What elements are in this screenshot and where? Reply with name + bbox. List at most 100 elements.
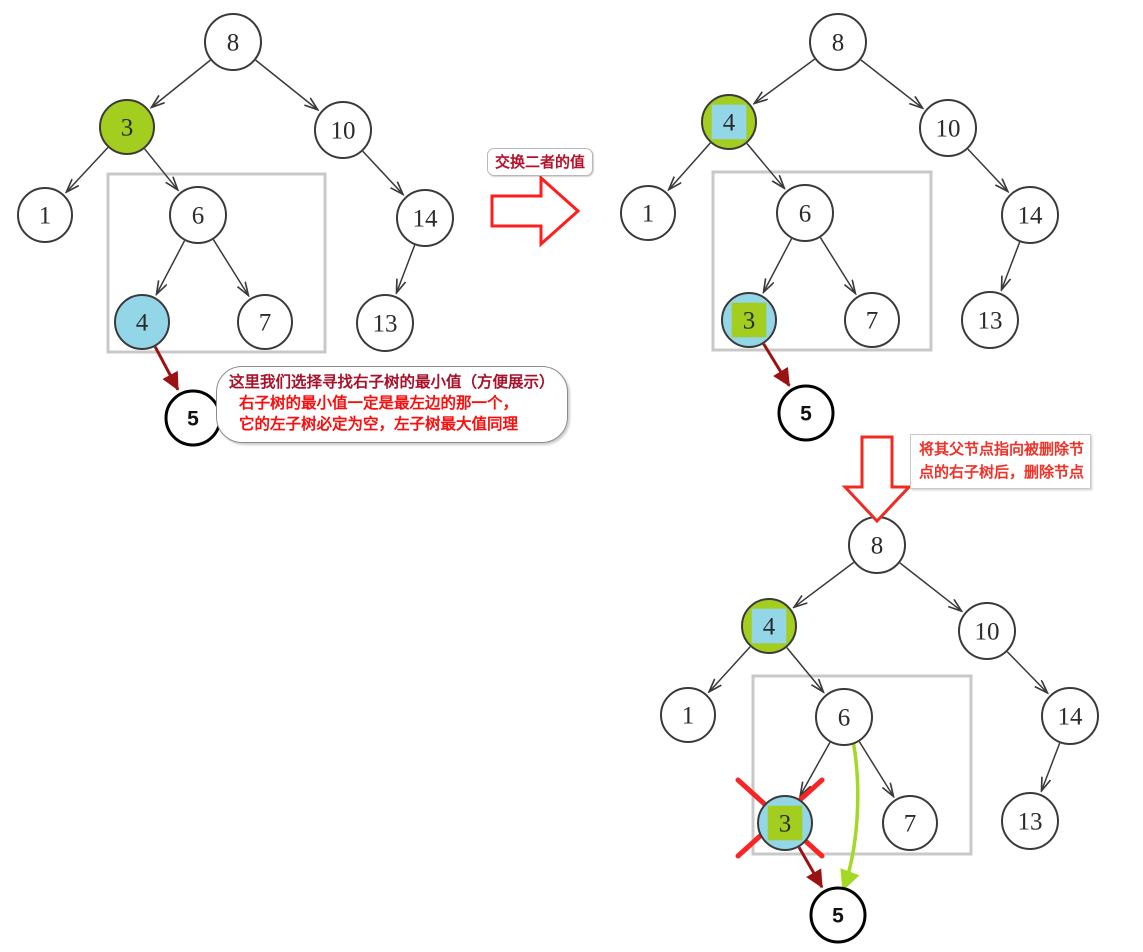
tree-edges	[67, 58, 1061, 889]
tree-edge	[797, 846, 824, 889]
tree-node-14[interactable]: 14	[1001, 186, 1059, 244]
node-circle	[169, 186, 227, 244]
node-label: 4	[763, 614, 776, 641]
node-inner-square	[711, 104, 747, 140]
tree-node-4[interactable]: 4	[701, 94, 757, 150]
tree-node-8[interactable]: 8	[809, 13, 867, 71]
node-circle	[844, 292, 900, 348]
node-label: 13	[1018, 809, 1043, 836]
node-circle	[237, 294, 293, 350]
tree-node-13[interactable]: 13	[1001, 792, 1059, 850]
reparent-green-arrow	[840, 739, 860, 892]
node-label: 1	[39, 203, 52, 230]
tree-node-4[interactable]: 4	[114, 294, 170, 350]
node-circle	[204, 13, 262, 71]
node-label: 5	[187, 408, 199, 431]
tree-edge	[143, 148, 178, 190]
delete-note: 将其父节点指向被删除节 点的右子树后，删除节点	[910, 434, 1092, 489]
tree-node-13[interactable]: 13	[961, 291, 1019, 349]
tree-edge	[746, 143, 784, 187]
tree-node-8[interactable]: 8	[204, 13, 262, 71]
tree-node-6[interactable]: 6	[815, 688, 873, 746]
tree-node-13[interactable]: 13	[356, 294, 414, 352]
tree-node-5[interactable]: 5	[164, 389, 222, 447]
tree-edge	[860, 59, 922, 108]
swap-values-label: 交换二者的值	[487, 148, 594, 176]
node-label: 10	[936, 116, 961, 143]
node-label: 14	[413, 206, 439, 233]
tree-node-10[interactable]: 10	[919, 99, 977, 157]
tree-node-3[interactable]: 3	[757, 795, 813, 851]
tree-node-7[interactable]: 7	[844, 292, 900, 348]
tree-node-1[interactable]: 1	[17, 187, 73, 243]
tree-edge	[762, 343, 791, 387]
tree-edge	[755, 58, 816, 103]
tree-node-14[interactable]: 14	[396, 189, 454, 247]
node-circle	[660, 687, 716, 743]
tree-node-8[interactable]: 8	[848, 516, 906, 574]
tree-edge	[362, 150, 403, 194]
bubble-line-3: 它的左子树必定为空，左子树最大值同理	[239, 416, 519, 433]
node-circle	[17, 187, 73, 243]
node-label: 3	[121, 115, 134, 142]
node-label: 13	[978, 308, 1003, 335]
node-inner-square	[751, 608, 787, 644]
node-label: 3	[743, 308, 756, 335]
node-label: 5	[800, 403, 812, 426]
highlight-boxes	[106, 170, 973, 856]
subtree-highlight-box	[751, 674, 973, 856]
node-inner-square	[731, 302, 767, 338]
tree-edge	[1002, 241, 1021, 289]
node-label: 10	[975, 619, 1000, 646]
node-circle	[777, 384, 835, 442]
node-circle	[961, 291, 1019, 349]
node-label: 6	[799, 201, 812, 228]
bubble-line-2: 右子树的最小值一定是最左边的那一个，	[239, 395, 519, 412]
tree-edge	[157, 240, 186, 294]
tree-edge	[819, 237, 855, 293]
tree-node-6[interactable]: 6	[776, 184, 834, 242]
node-inner-square	[767, 805, 803, 841]
tree-node-3[interactable]: 3	[99, 99, 155, 155]
node-label: 8	[227, 30, 240, 57]
node-circle	[809, 13, 867, 71]
tree-node-7[interactable]: 7	[237, 294, 293, 350]
tree-node-14[interactable]: 14	[1041, 687, 1099, 745]
tree-node-10[interactable]: 10	[958, 602, 1016, 660]
tree-edge	[710, 646, 751, 692]
tree-node-4[interactable]: 4	[741, 598, 797, 654]
tree-edge	[1042, 742, 1061, 790]
tree-node-1[interactable]: 1	[660, 687, 716, 743]
tree-node-7[interactable]: 7	[882, 795, 938, 851]
tree-node-6[interactable]: 6	[169, 186, 227, 244]
tree-node-5[interactable]: 5	[809, 886, 867, 944]
node-circle	[1001, 792, 1059, 850]
node-label: 7	[259, 310, 272, 337]
tree-edge	[152, 59, 211, 107]
tree-edge	[1006, 651, 1047, 693]
tree-edge	[764, 238, 793, 292]
tree-edge	[899, 562, 961, 611]
tree-node-10[interactable]: 10	[314, 101, 372, 159]
node-label: 3	[779, 811, 792, 838]
tree-node-5[interactable]: 5	[777, 384, 835, 442]
tree-edge	[153, 346, 180, 391]
node-label: 1	[642, 201, 655, 228]
tree-node-1[interactable]: 1	[620, 185, 676, 241]
node-label: 7	[866, 308, 879, 335]
delete-block-arrow-icon	[841, 435, 913, 524]
node-label: 1	[682, 703, 695, 730]
node-label: 14	[1018, 203, 1044, 230]
tree-node-3[interactable]: 3	[721, 292, 777, 348]
node-circle	[809, 886, 867, 944]
node-label: 6	[838, 705, 851, 732]
delete-note-line-2: 点的右子树后，删除节点	[919, 464, 1085, 481]
tree-edge	[786, 647, 823, 692]
node-circle	[882, 795, 938, 851]
node-label: 13	[373, 311, 398, 338]
node-circle	[958, 602, 1016, 660]
node-circle	[620, 185, 676, 241]
